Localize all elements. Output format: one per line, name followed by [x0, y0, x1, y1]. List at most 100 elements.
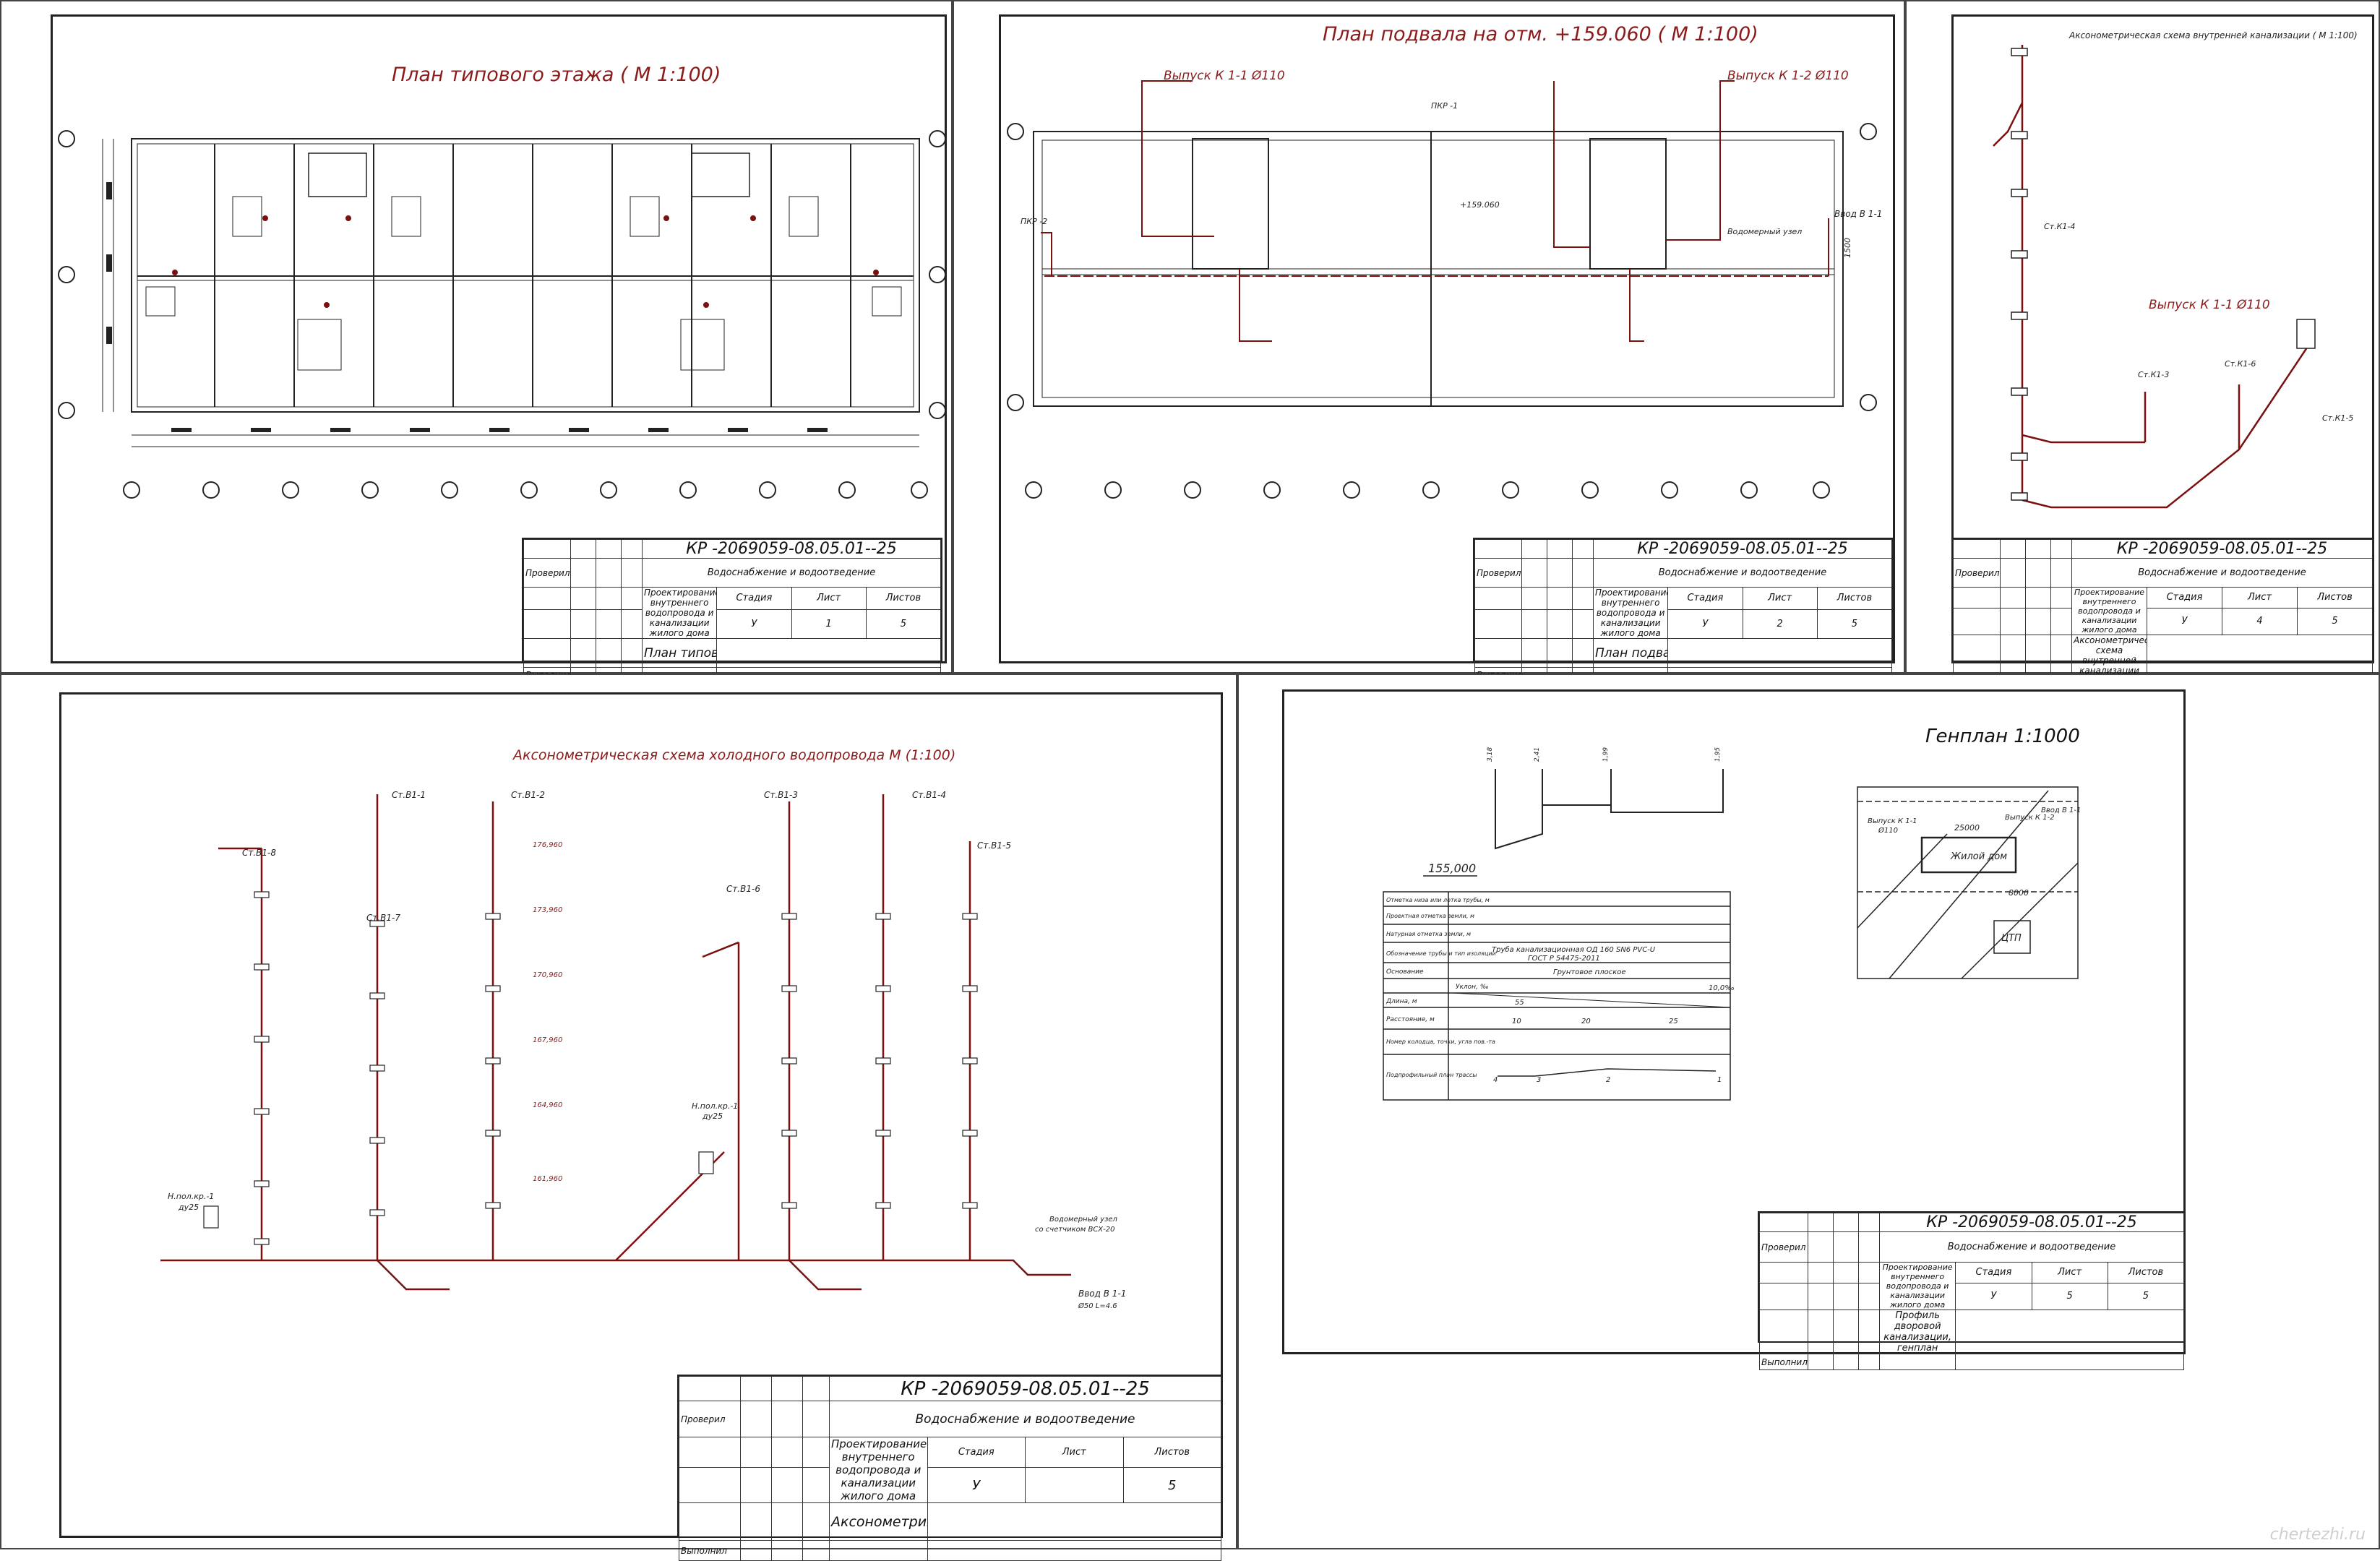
checked-label: Проверил [1474, 558, 1522, 588]
top-mark-3: 1,99 [1602, 747, 1610, 762]
pkr2-label: ПКР -2 [1021, 217, 1047, 226]
title-block-1: КР -2069059-08.05.01--25 Проверил Водосн… [522, 538, 942, 682]
floor-plan-drawing [58, 130, 946, 499]
drawing-frame [59, 692, 1223, 1538]
sheets-total: 5 [2107, 1282, 2185, 1311]
distance-2: 20 [1581, 1018, 1591, 1025]
basement-plan-drawing: Выпуск К 1-1 Ø110 Выпуск К 1-2 Ø110 Водо… [1007, 69, 1882, 499]
water-input-label: Ввод В 1-1 [1078, 1289, 1126, 1299]
profile-row-2: Проектная отметка земли, м [1386, 913, 1474, 919]
checked-label: Проверил [523, 558, 571, 588]
hose-size-1: ду25 [178, 1203, 199, 1212]
done-label: Выполнил [679, 1540, 741, 1561]
discipline-label: Водоснабжение и водоотведение [2071, 558, 2373, 588]
sheet-name: Профиль дворовой канализации, генплан [1878, 1310, 1956, 1354]
sheets-label: Листов [2107, 1262, 2185, 1283]
drawing-frame [51, 14, 947, 663]
level-6: 161,960 [533, 1175, 562, 1183]
stage-value: У [1955, 1282, 2032, 1311]
stand-k16: Ст.К1-6 [2225, 359, 2256, 369]
checked-label: Проверил [1759, 1231, 1808, 1263]
house-label: Жилой дом [1950, 851, 2007, 862]
drawing-frame [1282, 689, 2186, 1354]
drawing-code: КР -2069059-08.05.01--25 [2071, 539, 2373, 559]
sheet-label: Лист [791, 587, 867, 610]
pkr1-label: ПКР -1 [1431, 101, 1458, 111]
water-input-label: Ввод В 1-1 [1834, 209, 1882, 219]
level-2: 173,960 [533, 906, 562, 914]
stand-k13: Ст.К1-3 [2138, 370, 2169, 379]
level-5: 164,960 [533, 1101, 562, 1109]
stand-b11: Ст.В1-1 [392, 790, 426, 800]
sheets-total: 5 [865, 609, 942, 640]
well-2: 2 [1606, 1076, 1610, 1084]
drawing-code: КР -2069059-08.05.01--25 [1879, 1213, 2184, 1232]
title-block-2: КР -2069059-08.05.01--25 Проверил Водосн… [1473, 538, 1894, 682]
sheet-floor-plan: План типового этажа ( М 1:100) [0, 0, 953, 682]
sheets-label: Листов [2297, 587, 2373, 609]
profile-level: 155,000 [1428, 861, 1476, 875]
level-3: 170,960 [533, 971, 562, 979]
floor-plan-title: План типового этажа ( М 1:100) [392, 64, 721, 86]
profile-row-7: Длина, м [1386, 998, 1417, 1005]
meter-label: со счетчиком ВСХ-20 [1035, 1226, 1115, 1234]
distance-3: 25 [1669, 1018, 1678, 1025]
sheet-value [1025, 1467, 1124, 1503]
dimension-1500: 1500 [1843, 238, 1852, 258]
profile-row-1: Отметка низа или лотка трубы, м [1386, 897, 1490, 903]
top-mark-4: 1,95 [1714, 747, 1722, 762]
water-axon-title: Аксонометрическая схема холодного водопр… [513, 747, 956, 763]
drawing-code: КР -2069059-08.05.01--25 [642, 539, 941, 559]
water-node-label: Водомерный узел [1049, 1216, 1118, 1224]
sheets-total: 5 [1122, 1467, 1221, 1503]
profile-row-3: Натурная отметка земли, м [1386, 931, 1471, 937]
stage-label: Стадия [716, 587, 792, 610]
sheets-label: Листов [1816, 587, 1893, 610]
sewer-axon-title: Аксонометрическая схема внутренней канал… [2069, 30, 2358, 40]
water-node-label: Водомерный узел [1727, 227, 1802, 236]
distance-1: 10 [1512, 1018, 1521, 1025]
sheet-water-axonometry: Аксонометрическая схема холодного водопр… [0, 674, 1237, 1561]
stage-label: Стадия [927, 1436, 1026, 1468]
drawing-code: КР -2069059-08.05.01--25 [829, 1376, 1221, 1401]
discipline-label: Водоснабжение и водоотведение [829, 1401, 1221, 1437]
outlet-k12: Выпуск К 1-2 Ø110 [1727, 69, 1849, 83]
profile-row-5: Основание [1386, 968, 1424, 976]
profile-row-9: Номер колодца, точки, угла пов.-та [1386, 1038, 1495, 1045]
done-label: Выполнил [1759, 1354, 1808, 1370]
drawing-frame [999, 14, 1895, 663]
title-block-5: КР -2069059-08.05.01--25 Проверил Водосн… [1758, 1211, 2186, 1370]
well-3: 3 [1537, 1076, 1541, 1084]
pipe-description: Труба канализационная ОД 160 SN6 PVC-U [1492, 945, 1656, 954]
stage-value: У [1667, 609, 1743, 640]
top-mark-2: 2,41 [1534, 747, 1541, 762]
discipline-label: Водоснабжение и водоотведение [1879, 1231, 2184, 1263]
stage-label: Стадия [1955, 1262, 2032, 1283]
sheet-basement-plan: План подвала на отм. +159.060 ( М 1:100) [953, 0, 1905, 682]
level-4: 167,960 [533, 1036, 562, 1044]
base-type: Грунтовое плоское [1553, 968, 1626, 976]
well-4: 4 [1493, 1076, 1498, 1084]
stand-k14: Ст.К1-4 [2044, 222, 2075, 231]
length-value: 55 [1515, 999, 1524, 1007]
sheet-label: Лист [2031, 1262, 2108, 1283]
sheet-label: Лист [1025, 1436, 1124, 1468]
basement-level: +159.060 [1460, 200, 1500, 210]
title-block-3: КР -2069059-08.05.01--25 Проверил Водосн… [1951, 538, 2374, 691]
pipe-gost: ГОСТ Р 54475-2011 [1528, 955, 1600, 963]
genplan-title: Генплан 1:1000 [1925, 726, 2080, 747]
stand-b18: Ст.В1-8 [242, 848, 276, 858]
drawing-code: КР -2069059-08.05.01--25 [1593, 539, 1892, 559]
sheet-sewer-axonometry: Аксонометрическая схема внутренней канал… [1905, 0, 2380, 691]
profile-row-8: Расстояние, м [1386, 1016, 1435, 1023]
hose-label-2: Н.пол.кр.-1 [692, 1101, 738, 1111]
level-1: 176,960 [533, 841, 562, 849]
checked-label: Проверил [1953, 558, 2001, 588]
stand-b15: Ст.В1-5 [977, 840, 1011, 851]
sheet-value: 1 [791, 609, 867, 640]
stand-b16: Ст.В1-6 [726, 884, 760, 894]
stage-label: Стадия [2147, 587, 2222, 609]
